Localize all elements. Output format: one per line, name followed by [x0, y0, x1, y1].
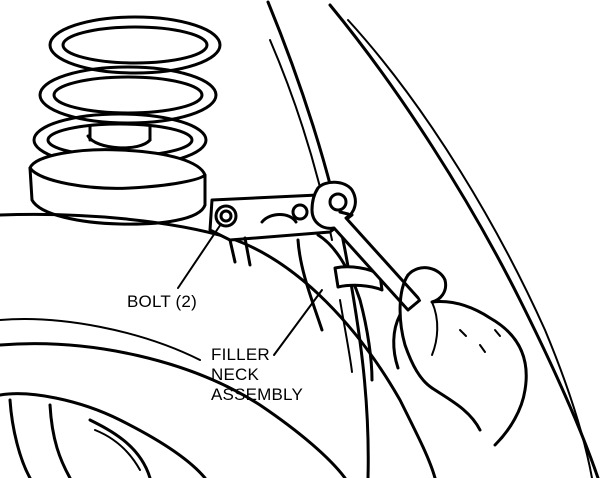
coil-spring [32, 15, 222, 168]
leader-lines [177, 223, 323, 356]
hand-icon [392, 266, 528, 447]
filler-neck-label-line-3: ASSEMBLY [211, 385, 303, 404]
body-panel [0, 212, 437, 478]
filler-neck-label-line-2: NECK [211, 365, 260, 384]
bolt-leader-line [177, 223, 222, 289]
filler-neck-label-line-1: FILLER [211, 345, 270, 364]
wrench-icon [310, 180, 422, 312]
bolt-left-icon [214, 204, 238, 228]
filler-neck-tube [296, 233, 384, 382]
filler-neck-callout-label: FILLER NECK ASSEMBLY [211, 345, 303, 405]
filler-neck-leader-line [273, 289, 323, 356]
spring-seat [28, 124, 207, 226]
wheel-well [266, 0, 600, 478]
bolt-callout-label: BOLT (2) [127, 292, 197, 311]
wheel-rim [0, 392, 207, 478]
bolt-right-icon [291, 203, 309, 221]
